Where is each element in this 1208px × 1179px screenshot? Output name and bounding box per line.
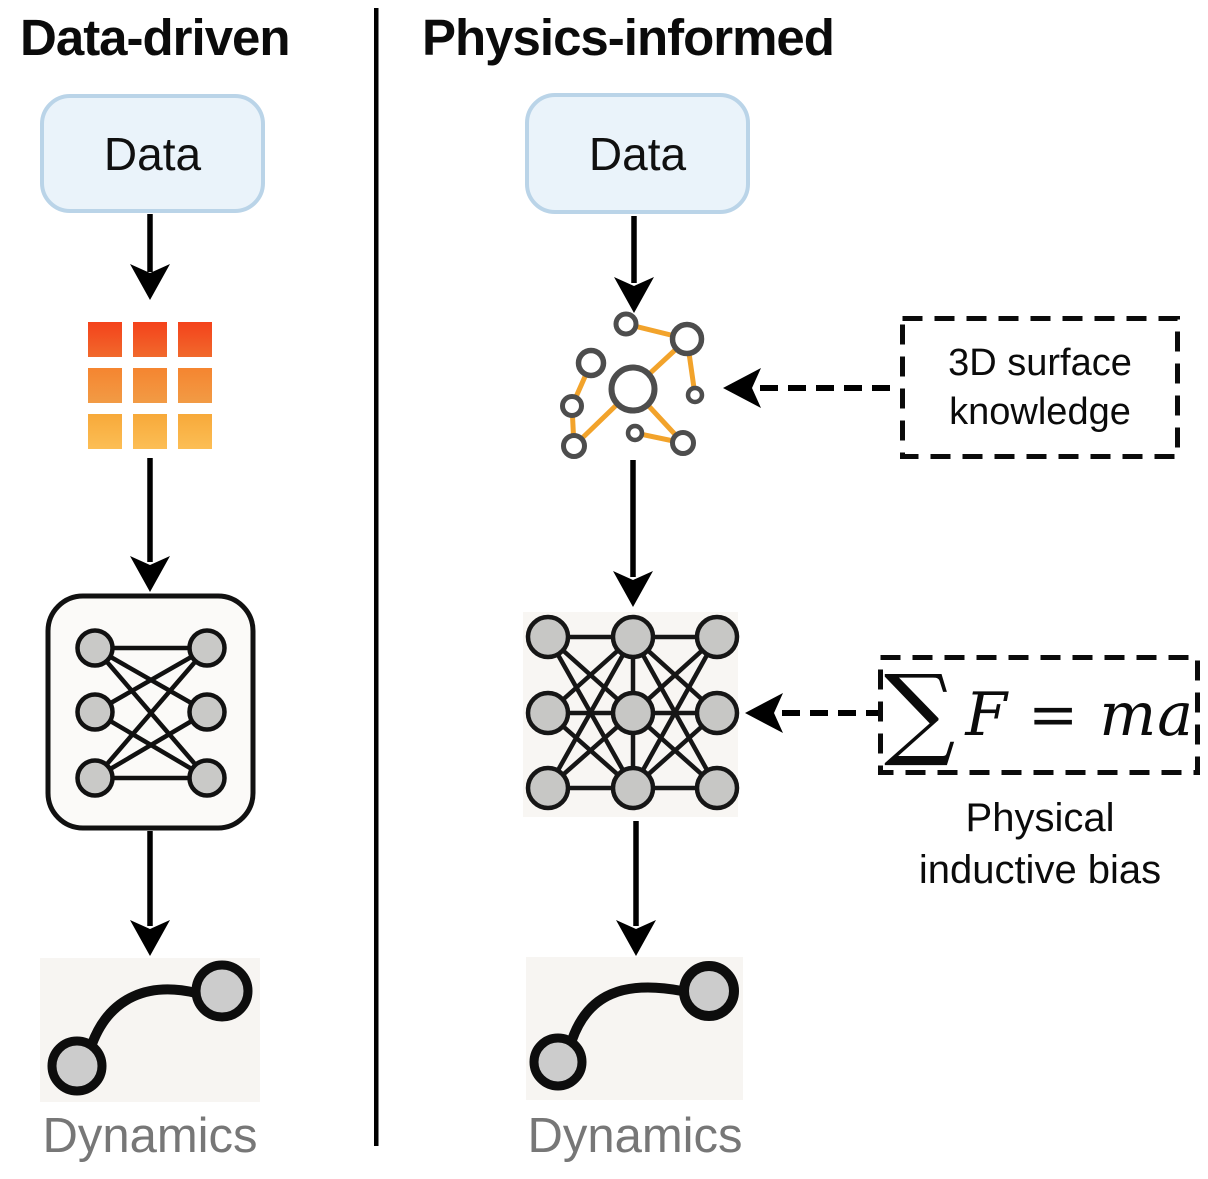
dynamics-curve-icon <box>40 958 260 1102</box>
heatmap-grid-icon <box>88 322 212 449</box>
arrow-down-icon <box>616 821 656 956</box>
surface-knowledge-line2: knowledge <box>949 390 1131 433</box>
arrow-down-icon <box>130 831 170 956</box>
neural-network-box-icon <box>45 593 256 831</box>
neural-network-icon <box>523 612 740 817</box>
data-box-right-label: Data <box>588 127 687 180</box>
left-panel-title: Data-driven <box>20 9 291 66</box>
physics-formula: ∑ F = ma <box>880 657 1198 773</box>
sigma-symbol: ∑ <box>883 653 956 770</box>
dynamics-label-left: Dynamics <box>42 1109 258 1163</box>
mesh-graph-icon <box>560 311 705 459</box>
surface-knowledge-box <box>900 316 1180 459</box>
inductive-bias-label: Physical inductive bias <box>860 792 1208 912</box>
dynamics-curve-icon <box>526 957 743 1100</box>
surface-knowledge-text: 3D surface knowledge <box>902 318 1178 457</box>
data-box-left <box>40 94 265 213</box>
arrow-down-icon <box>130 214 170 300</box>
column-divider <box>374 8 379 1146</box>
data-box-left-label: Data <box>103 127 202 180</box>
inductive-bias-line1: Physical <box>965 796 1115 840</box>
dashed-arrow-left-icon <box>745 693 878 733</box>
arrow-down-icon <box>130 458 170 592</box>
arrow-down-icon <box>614 216 654 313</box>
formula-equation: F = ma <box>965 680 1195 750</box>
inductive-bias-line2: inductive bias <box>918 848 1162 892</box>
surface-knowledge-line1: 3D surface <box>948 341 1132 384</box>
arrow-down-icon <box>613 460 653 607</box>
formula-box <box>878 655 1200 775</box>
data-box-right <box>525 93 750 214</box>
dynamics-label-right: Dynamics <box>527 1109 743 1163</box>
right-panel-title: Physics-informed <box>422 9 835 66</box>
dashed-arrow-left-icon <box>723 368 898 408</box>
